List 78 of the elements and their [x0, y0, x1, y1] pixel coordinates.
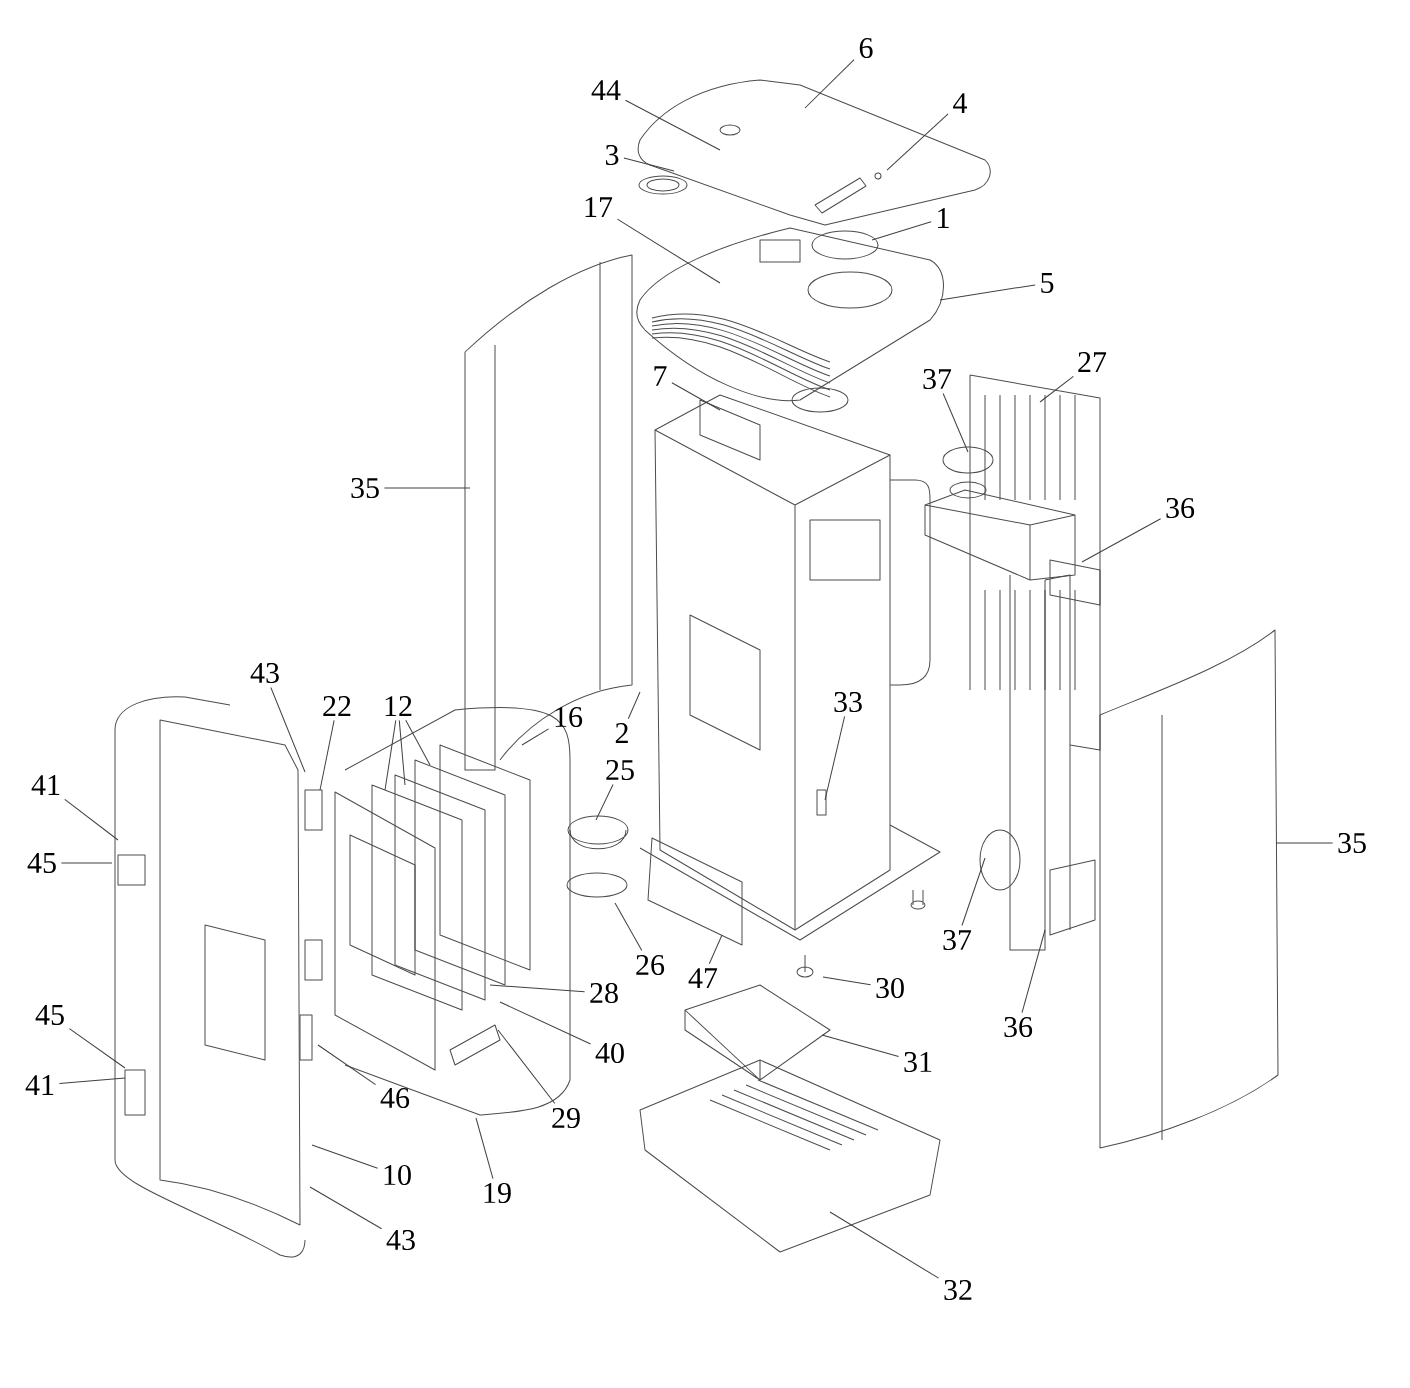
- callout-number: 7: [654, 366, 667, 386]
- leader-line: [961, 857, 986, 927]
- leader-line: [64, 798, 119, 841]
- leader-line: [942, 393, 969, 453]
- leader-line: [804, 59, 855, 109]
- callout-number: 45: [35, 1005, 64, 1025]
- callout-number: 29: [552, 1107, 580, 1129]
- leader-line: [824, 716, 846, 801]
- callout-number: 28: [590, 982, 618, 1004]
- callout-number: 43: [250, 662, 279, 684]
- callout-number: 16: [555, 706, 583, 728]
- callout-number: 27: [1078, 352, 1107, 372]
- leader-line: [60, 862, 113, 864]
- leader-line: [384, 719, 397, 791]
- leader-line: [595, 784, 614, 821]
- callout-number: 6: [859, 37, 873, 59]
- leader-line: [317, 1044, 377, 1086]
- leader-line: [68, 1028, 126, 1069]
- leader-line: [309, 1186, 383, 1230]
- callout-number: 19: [484, 1182, 511, 1204]
- leader-line: [489, 984, 586, 993]
- callout-number: 44: [591, 80, 621, 100]
- callout-number: 22: [323, 696, 351, 716]
- callout-number: 4: [953, 93, 968, 113]
- callout-number: 45: [27, 853, 56, 873]
- callout-number: 41: [25, 1075, 54, 1095]
- leader-line: [939, 284, 1036, 301]
- callout-number: 47: [688, 968, 718, 988]
- leader-line: [627, 691, 641, 720]
- leader-line: [623, 157, 675, 172]
- leader-line: [1081, 518, 1162, 563]
- callout-number: 36: [1166, 497, 1195, 519]
- callout-number: 17: [585, 197, 613, 217]
- leader-line: [614, 902, 643, 952]
- leader-line: [405, 719, 431, 766]
- callout-number: 31: [904, 1051, 932, 1073]
- callout-number: 3: [605, 144, 619, 166]
- callout-number: 5: [1041, 273, 1054, 293]
- leader-line: [311, 1144, 379, 1169]
- leader-line: [1021, 929, 1046, 1014]
- callout-number: 36: [1004, 1016, 1033, 1038]
- leader-line: [475, 1117, 494, 1180]
- callout-number: 37: [923, 368, 952, 390]
- leader-line: [1039, 375, 1074, 403]
- leader-line: [499, 1001, 592, 1045]
- callout-number: 35: [1338, 832, 1366, 854]
- leader-line: [708, 934, 723, 965]
- leader-line: [822, 976, 872, 986]
- leader-line: [821, 1034, 900, 1058]
- leader-line: [871, 221, 932, 241]
- leader-line: [521, 728, 550, 746]
- callout-number: 30: [876, 977, 904, 999]
- callout-number: 35: [351, 477, 379, 499]
- leader-line: [886, 113, 949, 171]
- callout-number: 43: [386, 1229, 415, 1251]
- leader-line: [497, 1029, 556, 1105]
- callout-number: 33: [834, 691, 862, 713]
- callout-number: 41: [31, 775, 60, 795]
- callout-number: 12: [385, 696, 412, 716]
- callout-number: 26: [636, 954, 665, 976]
- leader-line: [398, 719, 406, 786]
- leader-line: [319, 719, 335, 791]
- leader-line: [270, 687, 306, 773]
- leader-line: [829, 1211, 940, 1279]
- callout-number: 40: [595, 1042, 624, 1064]
- leader-line: [58, 1077, 126, 1084]
- leader-line: [1275, 842, 1334, 844]
- callout-number: 25: [606, 759, 634, 781]
- callout-number: 46: [380, 1087, 410, 1109]
- callout-number: 2: [615, 723, 628, 743]
- leader-line: [616, 218, 721, 284]
- leader-line: [671, 382, 721, 411]
- leader-line: [624, 99, 721, 151]
- callout-number: 37: [943, 929, 972, 951]
- leader-line: [383, 487, 471, 489]
- callout-number: 1: [938, 208, 949, 228]
- callout-number: 10: [384, 1164, 411, 1186]
- callout-number: 32: [944, 1279, 972, 1301]
